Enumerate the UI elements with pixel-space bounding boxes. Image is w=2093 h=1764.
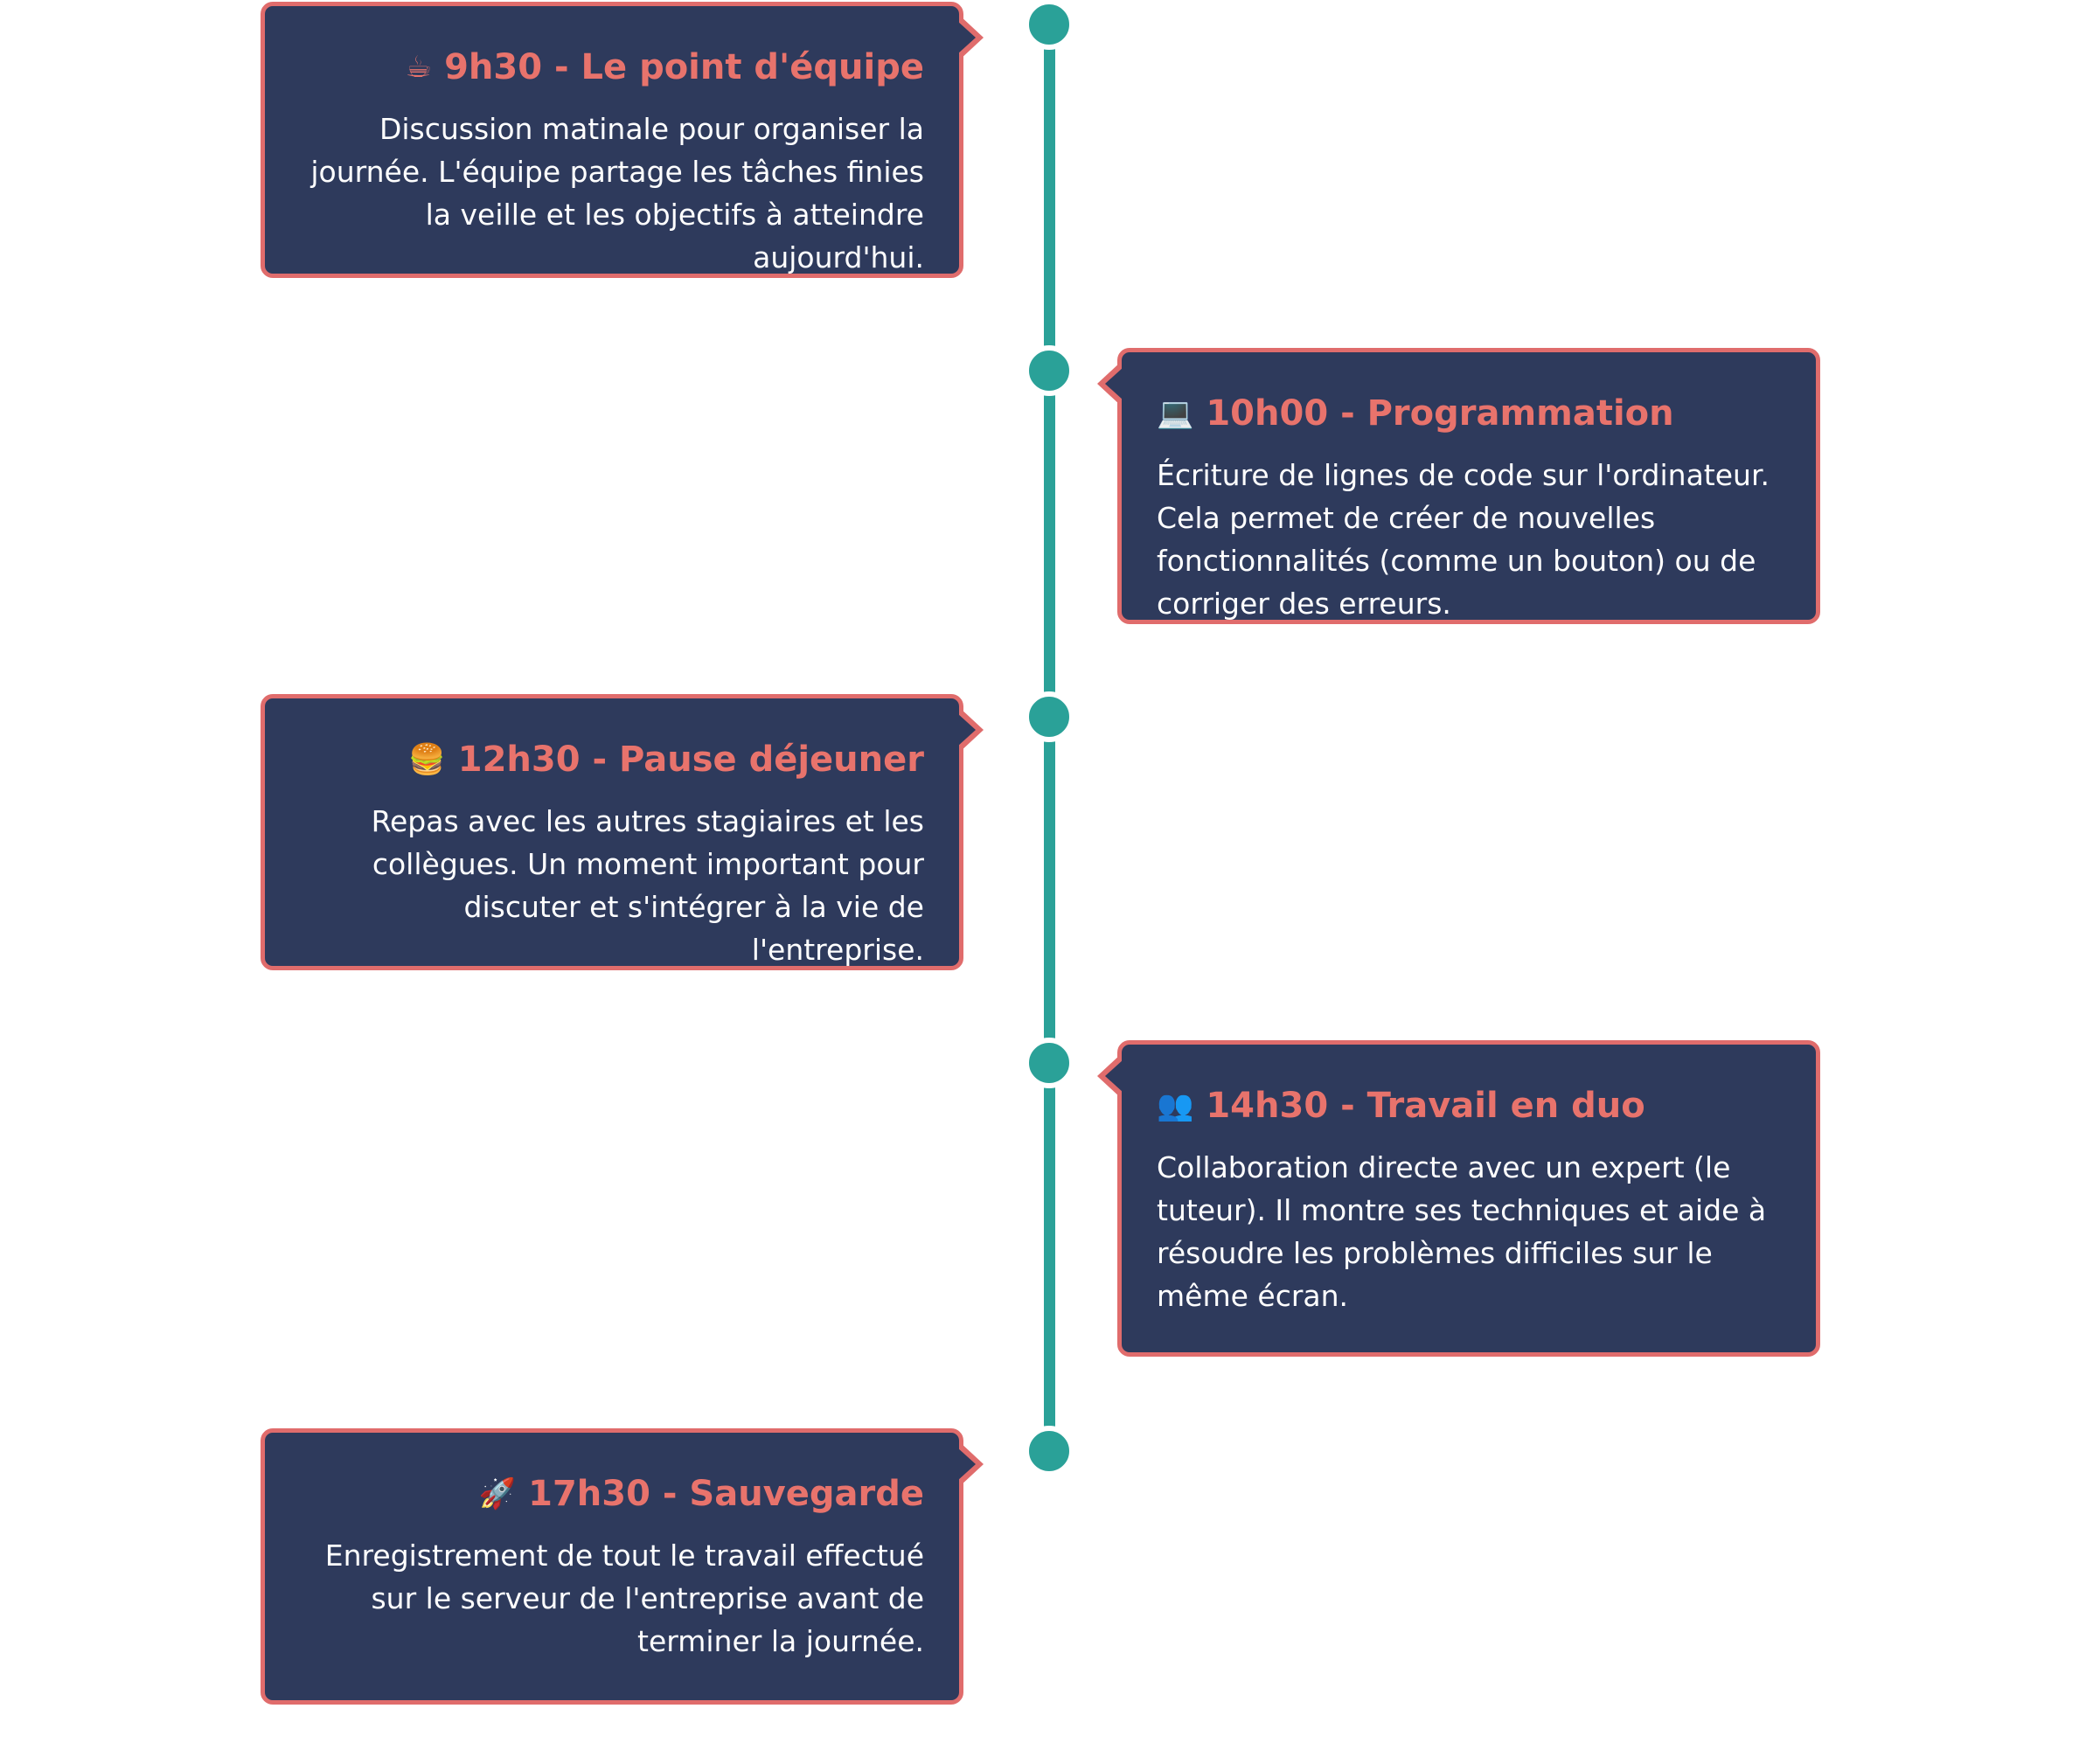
card-pointer	[1097, 1053, 1123, 1099]
card-title: 👥 14h30 - Travail en duo	[1157, 1085, 1781, 1127]
card-description: Enregistrement de tout le travail effect…	[324, 1538, 924, 1658]
timeline-card-lunch-break: 🍔 12h30 - Pause déjeuner Repas avec les a…	[261, 694, 984, 970]
card-title: 💻 10h00 - Programmation	[1157, 392, 1781, 434]
timeline-card-team-meeting: ☕ 9h30 - Le point d'équipe Discussion mat…	[261, 2, 984, 278]
timeline-dot	[1024, 691, 1074, 742]
card-title-text: 10h00 - Programmation	[1206, 393, 1674, 434]
card-pointer	[957, 1441, 984, 1487]
rocket-icon: 🚀	[478, 1476, 517, 1511]
people-icon: 👥	[1157, 1088, 1194, 1123]
coffee-cup-icon: ☕	[405, 50, 433, 85]
card-pointer	[957, 15, 984, 60]
card-title-text: 14h30 - Travail en duo	[1206, 1086, 1645, 1126]
card-pointer	[1097, 361, 1123, 406]
card-description: Repas avec les autres stagiaires et les …	[371, 804, 924, 967]
timeline-card-programming: 💻 10h00 - Programmation Écriture de ligne…	[1097, 348, 1820, 624]
card-title-text: 9h30 - Le point d'équipe	[444, 47, 924, 87]
burger-icon: 🍔	[408, 742, 446, 777]
card-title: 🍔 12h30 - Pause déjeuner	[300, 739, 924, 781]
timeline-dot	[1024, 0, 1074, 50]
card-description: Discussion matinale pour organiser la jo…	[310, 112, 924, 274]
card-description: Collaboration directe avec un expert (le…	[1157, 1150, 1767, 1313]
timeline-card-pair-work: 👥 14h30 - Travail en duo Collaboration di…	[1097, 1040, 1820, 1357]
card-pointer	[957, 707, 984, 753]
card-title: ☕ 9h30 - Le point d'équipe	[300, 46, 924, 88]
timeline-dot	[1024, 1038, 1074, 1088]
card-description: Écriture de lignes de code sur l'ordinat…	[1157, 458, 1770, 621]
card-title-text: 17h30 - Sauvegarde	[528, 1474, 924, 1514]
timeline-card-backup: 🚀 17h30 - Sauvegarde Enregistrement de to…	[261, 1428, 984, 1705]
card-title-text: 12h30 - Pause déjeuner	[457, 740, 924, 780]
card-title: 🚀 17h30 - Sauvegarde	[300, 1473, 924, 1515]
timeline-dot	[1024, 345, 1074, 396]
timeline-dot	[1024, 1426, 1074, 1476]
laptop-icon: 💻	[1157, 396, 1194, 431]
